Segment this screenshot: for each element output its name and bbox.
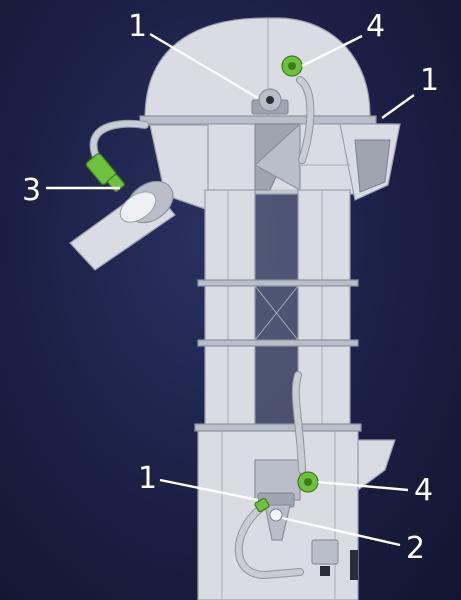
callout-top-4: 4: [366, 9, 385, 44]
inlet-chute: [69, 124, 209, 271]
callout-bottom-4: 4: [414, 473, 433, 508]
callout-bottom-2: 2: [406, 531, 425, 566]
inlet-sensor: [85, 153, 125, 193]
head-section: [204, 122, 356, 195]
leader-lines: [46, 32, 415, 547]
speed-sensor-top: [281, 55, 303, 77]
callout-left-3: 3: [22, 173, 41, 208]
callout-right-1: 1: [420, 63, 439, 98]
boot-bearing: [254, 492, 295, 541]
junction-box: [311, 539, 339, 576]
callout-top-left-1: 1: [128, 9, 147, 44]
head-bearing: [251, 88, 289, 115]
discharge-spout: [298, 123, 401, 201]
elevator-legs: [197, 189, 359, 431]
elevator-head: [139, 17, 377, 126]
callout-bottom-1: 1: [138, 461, 157, 496]
speed-sensor-bottom: [297, 471, 319, 493]
